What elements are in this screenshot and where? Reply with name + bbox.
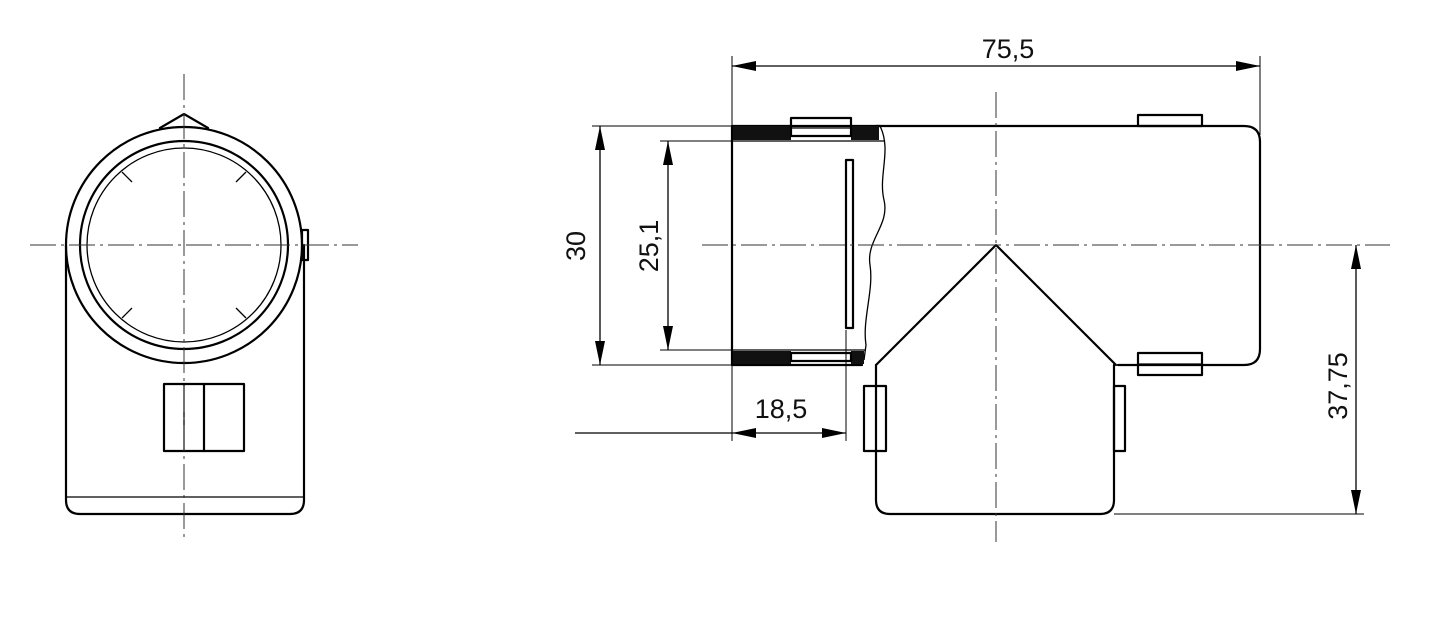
dimensions: 75,5 30 25,1 18,5 [561,34,1364,515]
dim-overall-length: 75,5 [731,34,1261,135]
dim-insert-depth: 18,5 [575,330,847,441]
end-view-body [64,243,306,516]
dim-outer-diameter: 30 [561,125,732,366]
dim-overall-length-label: 75,5 [982,34,1035,64]
side-view [702,92,1390,542]
dim-branch-height: 37,75 [1114,245,1364,515]
dim-inner-diameter-label: 25,1 [634,220,664,273]
side-view-right-tab [1112,384,1127,453]
side-view-left-tab [862,384,888,453]
side-view-top-clip [789,116,853,138]
dim-insert-depth-label: 18,5 [755,394,808,424]
side-view-top-tab [1136,113,1204,128]
side-view-inner-slot [844,158,855,330]
side-view-branch-body [874,363,1116,516]
end-view [30,74,358,542]
dim-inner-diameter: 25,1 [634,140,732,351]
dim-branch-height-label: 37,75 [1323,352,1353,420]
side-view-wall-bottom [733,351,791,364]
side-view-wall-top [733,126,791,140]
dim-outer-diameter-label: 30 [561,231,591,261]
end-view-clamp-tabs [121,171,247,319]
side-view-break-line [863,125,886,361]
